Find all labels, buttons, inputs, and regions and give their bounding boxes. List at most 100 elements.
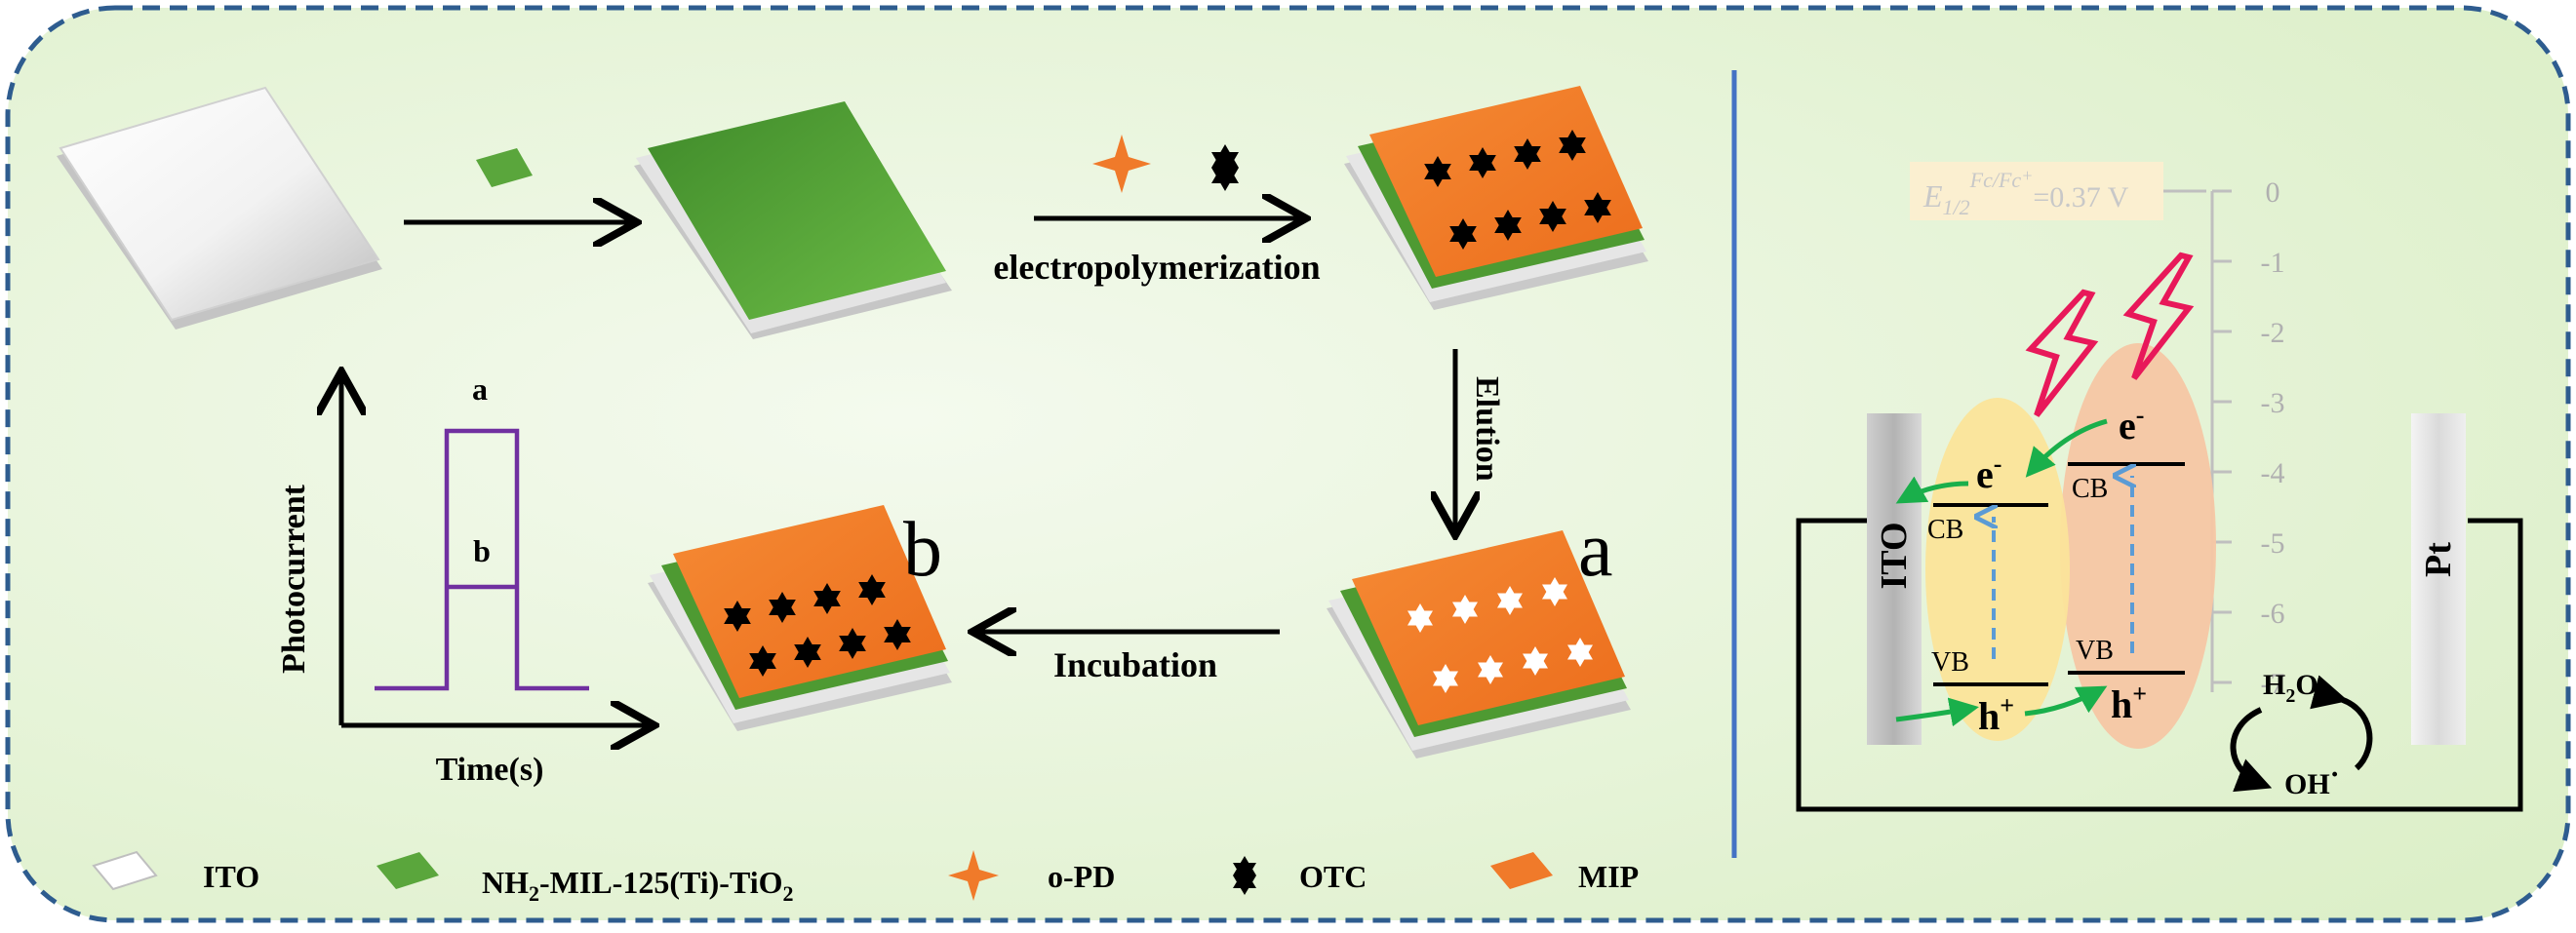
otc-star: [1584, 192, 1611, 223]
electropolymerization-label: electropolymerization: [993, 248, 1320, 287]
hole-left: h+: [1978, 691, 2014, 738]
opd-star-icon: [1092, 135, 1151, 193]
circuit: ITO Pt CB VB CB VB e- e- h+ h+ H2O: [1796, 252, 2523, 812]
x-axis-label: Time(s): [436, 752, 544, 788]
otc-star: [724, 601, 751, 632]
otc-star-icon: [1211, 144, 1239, 191]
light-left-icon: [2025, 289, 2099, 417]
cavity-mark: [1542, 577, 1567, 606]
cavity-mark: [1497, 586, 1523, 615]
panel-a-label: a: [1578, 507, 1613, 593]
vb-left-label: VB: [1931, 647, 1969, 678]
pulse-b-label: b: [473, 533, 491, 568]
photocurrent-graph: Photocurrent Time(s) a b: [276, 371, 650, 788]
elution-label: Elution: [1469, 376, 1505, 482]
hydroxyl-label: OH·: [2284, 758, 2340, 800]
legend-item-ito: ITO: [92, 850, 259, 894]
energy-tick-label: -6: [2261, 598, 2285, 630]
dashed-border: [5, 5, 2571, 923]
pt-electrode: [2411, 413, 2466, 745]
circuit-wire: [1796, 518, 2523, 812]
hole-right: h+: [2111, 680, 2147, 726]
cb-left-label: CB: [1927, 515, 1963, 545]
energy-tick-label: -1: [2261, 247, 2285, 279]
electron-right: e-: [2119, 401, 2144, 447]
energy-tick-label: -4: [2261, 457, 2285, 489]
orange-star-icon: [948, 850, 999, 901]
reference-potential: E1/2Fc/Fc+=0.37 V: [1922, 166, 2129, 219]
y-axis-label: Photocurrent: [276, 484, 312, 674]
ito-electrode: [1867, 413, 1922, 745]
energy-tick-label: -3: [2261, 387, 2285, 419]
orange-square-icon: [1490, 852, 1553, 889]
otc-template-stars: [1424, 130, 1611, 250]
hole-transfer-in-arrow: [1895, 697, 1979, 727]
cavity-mark: [1433, 664, 1458, 693]
otc-star: [749, 645, 776, 677]
green-material-icon: [476, 148, 533, 187]
energy-tick-label: -7: [2261, 668, 2285, 700]
energy-tick-label: 0: [2266, 176, 2280, 209]
cycle-right-arrow: [2310, 675, 2373, 771]
energy-tick-label: -2: [2261, 317, 2285, 349]
legend-label-opd: o-PD: [1048, 859, 1115, 894]
otc-star: [858, 574, 886, 605]
energy-tick-label: -5: [2261, 527, 2285, 560]
legend-label-ito: ITO: [203, 859, 259, 894]
incubation-label: Incubation: [1053, 645, 1217, 684]
ito-electrode-label: ITO: [1874, 522, 1915, 589]
otc-star: [1514, 138, 1541, 170]
otc-star: [1494, 210, 1522, 241]
pt-electrode-label: Pt: [2418, 542, 2459, 577]
ito-square-icon: [92, 850, 158, 891]
pulse-a-label: a: [472, 371, 488, 407]
otc-star: [1424, 156, 1451, 187]
light-right-icon: [2122, 252, 2195, 380]
green-modified-slide: [634, 101, 952, 339]
otc-star: [1559, 130, 1586, 161]
mip-slide-with-otc: [1344, 86, 1648, 310]
cavity-mark: [1478, 655, 1503, 684]
tio2-band-ellipse: [2060, 343, 2216, 749]
eluted-mip-slide: [1327, 530, 1631, 758]
legend-item-otc: OTC: [1233, 856, 1367, 895]
legend-item-opd: o-PD: [948, 850, 1115, 901]
vb-right-label: VB: [2076, 636, 2114, 666]
empty-cavities: [1407, 577, 1593, 693]
legend-label-nh2-mil: NH2-MIL-125(Ti)-TiO2: [482, 865, 793, 906]
otc-star: [794, 637, 821, 668]
otc-star: [813, 583, 841, 614]
hole-transfer-vb-arrow: [2024, 685, 2108, 717]
otc-star: [1469, 147, 1496, 178]
otc-star: [769, 592, 796, 623]
ito-slide: [57, 86, 382, 330]
legend-item-mip: MIP: [1490, 852, 1639, 894]
energy-scale: 0 -1 -2 -3 -4 -5 -6 -7 E1/2Fc/Fc+=0.37 V: [1910, 162, 2285, 700]
otc-star: [884, 619, 911, 650]
panel-b-label: b: [903, 507, 942, 593]
legend-label-mip: MIP: [1578, 859, 1639, 894]
legend: ITO NH2-MIL-125(Ti)-TiO2 o-PD OTC MIP: [92, 850, 1639, 906]
cavity-mark: [1567, 638, 1593, 667]
cavity-mark: [1523, 646, 1548, 676]
cavity-mark: [1452, 595, 1478, 624]
otc-star: [1539, 201, 1566, 232]
reference-box: [1910, 162, 2163, 220]
electron-left: e-: [1976, 449, 2001, 496]
cycle-left-arrow: [2230, 707, 2273, 793]
black-star-icon: [1233, 856, 1256, 895]
cb-right-label: CB: [2072, 474, 2108, 504]
cavity-mark: [1407, 603, 1433, 633]
otc-star: [839, 628, 866, 659]
legend-label-otc: OTC: [1299, 859, 1367, 894]
pulse-a-trace: [375, 428, 589, 691]
rebound-mip-slide: [648, 505, 952, 731]
green-square-icon: [376, 852, 439, 889]
rebound-otc-stars: [724, 574, 911, 677]
otc-star: [1449, 218, 1477, 250]
electron-transfer-cb-arrow: [2025, 418, 2108, 478]
legend-item-nh2-mil: NH2-MIL-125(Ti)-TiO2: [376, 852, 793, 906]
electron-transfer-ito-arrow: [1895, 476, 1969, 504]
